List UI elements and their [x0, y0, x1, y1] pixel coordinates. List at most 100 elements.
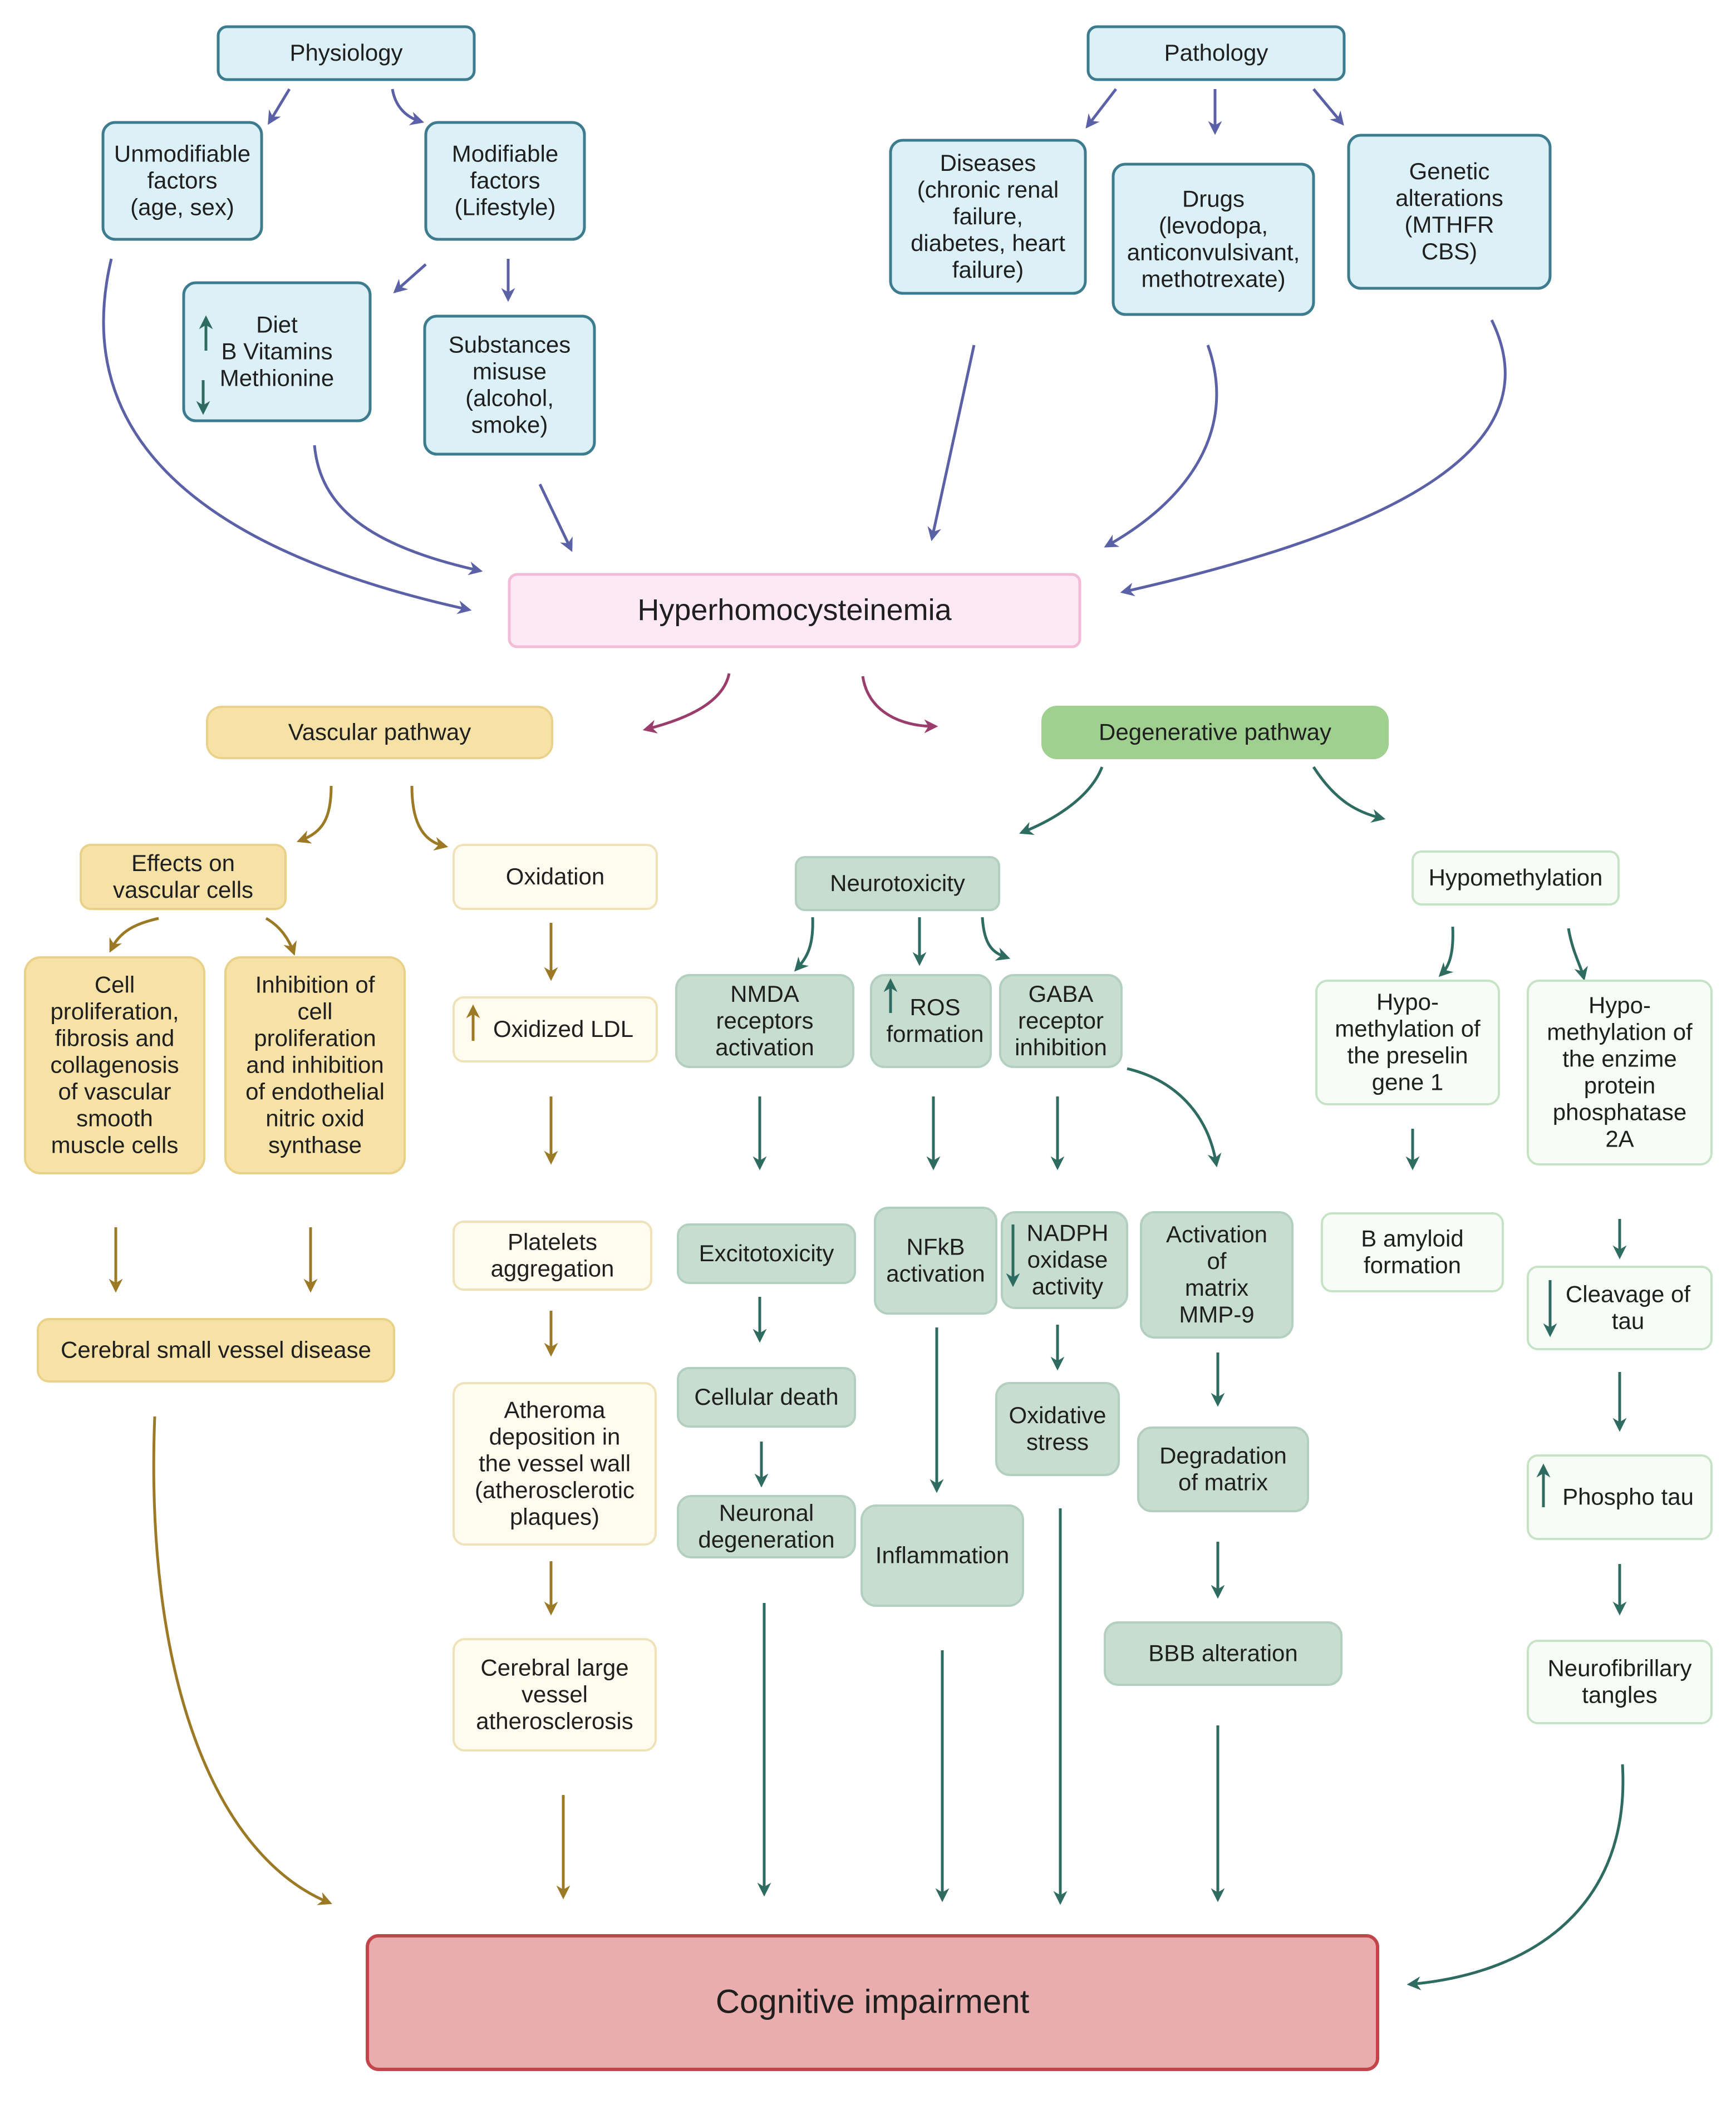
node-ros-label: ROS	[909, 994, 960, 1020]
node-hypometh: Hypomethylation	[1412, 850, 1620, 906]
node-hyper-label: Hyperhomocysteinemia	[637, 593, 952, 627]
node-substances-label: (alcohol,	[465, 385, 554, 411]
arrow-genetic-to-hyper	[1120, 319, 1507, 597]
node-cellprolif-box	[24, 956, 205, 1174]
node-diet-label: Diet	[256, 311, 298, 337]
node-nft-label: Neurofibrillary	[1547, 1655, 1691, 1681]
node-neurotox-label: Neurotoxicity	[830, 870, 965, 896]
node-oxldl-label: Oxidized LDL	[493, 1016, 633, 1042]
node-oxidation-label: Oxidation	[506, 863, 604, 889]
node-nadph-label: activity	[1032, 1273, 1103, 1299]
node-atheroma-label: Atheroma	[504, 1396, 606, 1423]
node-degmatrix-box	[1137, 1427, 1309, 1512]
node-atheroma-label: the vessel wall	[479, 1450, 631, 1476]
node-diseases-label: (chronic renal	[917, 176, 1059, 203]
node-drugs-label: (levodopa,	[1159, 212, 1268, 238]
node-oxidation-box	[453, 844, 658, 910]
arrow-unmodifiable-to-hyper	[102, 258, 472, 614]
node-hypopres-box	[1315, 980, 1500, 1105]
node-effects-box	[80, 844, 287, 910]
node-hypoenz-box	[1527, 980, 1713, 1165]
node-mmp9-label: MMP-9	[1179, 1301, 1254, 1327]
node-csvd-box	[37, 1318, 395, 1383]
node-inhibition-label: and inhibition	[246, 1051, 384, 1078]
node-degenerative-box	[1041, 706, 1389, 759]
node-cleavage-label: tau	[1612, 1307, 1644, 1334]
node-neurodeg-box	[677, 1495, 856, 1558]
node-phospho: Phospho tau	[1527, 1454, 1713, 1540]
node-oxldl: Oxidized LDL	[453, 996, 658, 1063]
arrow-pathology-to-diseases	[1085, 88, 1117, 129]
arrow-hyper-to-vascular	[642, 673, 731, 734]
node-diseases-box	[889, 139, 1087, 295]
node-oxstress-label: Oxidative	[1009, 1402, 1106, 1428]
node-hypoenz-label: the enzime	[1562, 1045, 1676, 1071]
node-diet-box	[182, 281, 372, 422]
node-cellprolif-label: Cell	[95, 971, 135, 997]
node-atheroma-label: plaques)	[510, 1503, 599, 1529]
node-platelets-label: Platelets	[508, 1228, 597, 1255]
connector-arrows	[102, 88, 1627, 1990]
node-genetic-label: (MTHFR	[1405, 212, 1494, 238]
node-hypopres-label: the preselin	[1347, 1042, 1468, 1068]
node-ros-box	[870, 974, 992, 1068]
node-cognitive: Cognitive impairment	[366, 1934, 1379, 2071]
node-nmda-label: receptors	[716, 1007, 813, 1034]
node-physiology-box	[217, 25, 476, 81]
node-celldeath: Cellular death	[677, 1367, 856, 1428]
arrow-effects-to-cellprolif	[109, 917, 159, 953]
node-cellprolif-label: proliferation,	[50, 998, 179, 1024]
arrow-substances-to-hyper	[538, 483, 573, 552]
node-cleavage-box	[1527, 1266, 1713, 1350]
node-nadph-label: oxidase	[1027, 1246, 1108, 1272]
node-excito-box	[677, 1223, 856, 1284]
arrow-physiology-to-modifiable	[391, 88, 425, 126]
node-vascular-box	[206, 706, 553, 759]
node-genetic-label: CBS)	[1422, 238, 1477, 264]
node-bamyloid-label: formation	[1364, 1252, 1461, 1278]
node-hypoenz-label: 2A	[1605, 1125, 1634, 1152]
node-physiology-label: Physiology	[289, 40, 402, 66]
node-drugs: Drugs(levodopa,anticonvulsivant,methotre…	[1112, 163, 1315, 316]
node-neurodeg-label: degeneration	[698, 1526, 834, 1552]
node-diseases-label: Diseases	[940, 150, 1036, 176]
node-inhibition-label: nitric oxid	[265, 1105, 364, 1131]
node-gaba-label: GABA	[1029, 981, 1094, 1007]
node-hypopres-label: methylation of	[1335, 1015, 1481, 1041]
node-diseases-label: diabetes, heart	[911, 230, 1065, 256]
node-cellprolif-label: collagenosis	[50, 1051, 179, 1078]
node-diseases-label: failure)	[952, 257, 1024, 283]
node-hypopres-label: gene 1	[1372, 1069, 1443, 1095]
node-substances-label: misuse	[473, 358, 547, 384]
arrow-modifiable-to-diet	[393, 263, 427, 293]
arrow-hypometh-to-hypopres	[1438, 926, 1454, 977]
node-genetic-label: alterations	[1395, 185, 1503, 211]
node-pathology: Pathology	[1086, 25, 1346, 81]
node-celldeath-label: Cellular death	[694, 1384, 838, 1410]
arrow-vascular-to-oxidation	[410, 785, 449, 851]
node-clva-label: vessel	[522, 1681, 588, 1707]
node-cellprolif-label: fibrosis and	[55, 1025, 175, 1051]
node-excito-label: Excitotoxicity	[699, 1240, 834, 1266]
node-oxidation: Oxidation	[453, 844, 658, 910]
node-atheroma-label: deposition in	[489, 1423, 621, 1449]
